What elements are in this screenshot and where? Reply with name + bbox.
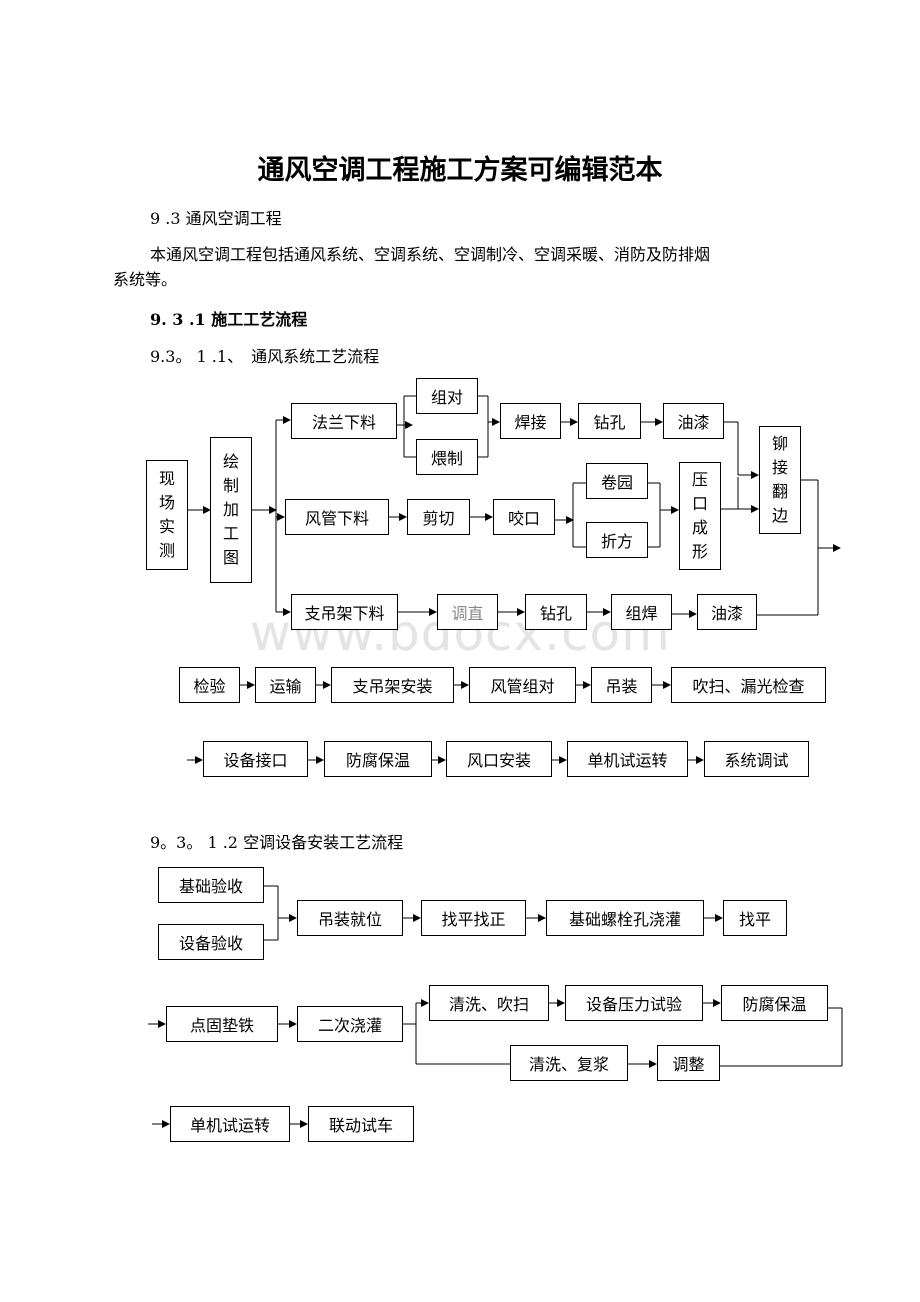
flow2-level-box: 找平 — [723, 900, 787, 936]
flow1-hanger-cut-box: 支吊架下料 — [291, 594, 398, 630]
flow1-duct-cut-box: 风管下料 — [285, 499, 389, 535]
flow1-row3-box: 防腐保温 — [324, 741, 432, 777]
flow2-second-grout-box: 二次浇灌 — [297, 1006, 403, 1042]
flow2-joint-test-box: 联动试车 — [308, 1106, 414, 1142]
flow1-row2-box: 支吊架安装 — [331, 667, 454, 703]
flow1-bend-box: 煨制 — [416, 439, 478, 475]
flow1-row3-box: 单机试运转 — [567, 741, 688, 777]
flow1-paint2-box: 油漆 — [697, 594, 757, 630]
flow1-row3-box: 系统调试 — [704, 741, 809, 777]
flow1-drill2-box: 钻孔 — [525, 594, 587, 630]
flow1-paint-box: 油漆 — [663, 403, 724, 439]
flow1-straighten-box: 调直 — [437, 594, 498, 630]
flow1-assemble-weld-box: 组焊 — [611, 594, 672, 630]
flow1-row2-box: 运输 — [255, 667, 316, 703]
heading-931: 9. 3 .1 施工工艺流程 — [150, 310, 308, 329]
flow2-shim-box: 点固垫铁 — [166, 1006, 278, 1042]
flow1-roll-box: 卷园 — [586, 463, 648, 499]
flow1-row3-box: 风口安装 — [446, 741, 552, 777]
flow2-level-align-box: 找平找正 — [421, 900, 526, 936]
flow2-hoist-box: 吊装就位 — [297, 900, 403, 936]
flow2-anticorrosion-box: 防腐保温 — [721, 985, 828, 1021]
flow1-row2-box: 吹扫、漏光检查 — [671, 667, 826, 703]
flow1-row2-box: 风管组对 — [469, 667, 576, 703]
heading-9312: 9。3。 1 .2 空调设备安装工艺流程 — [150, 833, 404, 852]
intro-line-1: 本通风空调工程包括通风系统、空调系统、空调制冷、空调采暖、消防及防排烟 — [150, 245, 711, 264]
intro-line-2: 系统等。 — [113, 270, 178, 289]
flow1-shear-box: 剪切 — [407, 499, 470, 535]
flow1-pairing-box: 组对 — [416, 378, 478, 414]
page-title: 通风空调工程施工方案可编辑范本 — [257, 155, 663, 186]
flow2-equip-check-box: 设备验收 — [158, 924, 264, 960]
flow2-bolt-grout-box: 基础螺栓孔浇灌 — [546, 900, 704, 936]
flow1-weld-box: 焊接 — [500, 403, 561, 439]
flow2-single-test-box: 单机试运转 — [170, 1106, 290, 1142]
flow1-fold-box: 折方 — [586, 522, 648, 558]
flow1-drawing-box: 绘制加工图 — [210, 437, 252, 583]
flow1-row2-box: 检验 — [179, 667, 240, 703]
flow1-rivet-box: 铆接翻边 — [759, 426, 801, 534]
flow1-row3-box: 设备接口 — [203, 741, 308, 777]
flow1-flange-box: 法兰下料 — [291, 403, 397, 439]
heading-9311: 9.3。 1 .1、 通风系统工艺流程 — [150, 347, 380, 366]
flow1-bite-box: 咬口 — [493, 499, 555, 535]
flow1-drill-box: 钻孔 — [578, 403, 641, 439]
flow1-row2-box: 吊装 — [591, 667, 652, 703]
flow2-clean-reslurry-box: 清洗、复浆 — [510, 1045, 628, 1081]
flow2-pressure-test-box: 设备压力试验 — [565, 985, 703, 1021]
section-heading: 9 .3 通风空调工程 — [150, 209, 282, 228]
flow2-foundation-check-box: 基础验收 — [158, 867, 264, 903]
flow1-press-box: 压口成形 — [679, 462, 721, 570]
flow1-survey-box: 现场实测 — [146, 460, 188, 570]
flow2-clean-blow-box: 清洗、吹扫 — [429, 985, 549, 1021]
flow2-adjust-box: 调整 — [657, 1045, 720, 1081]
